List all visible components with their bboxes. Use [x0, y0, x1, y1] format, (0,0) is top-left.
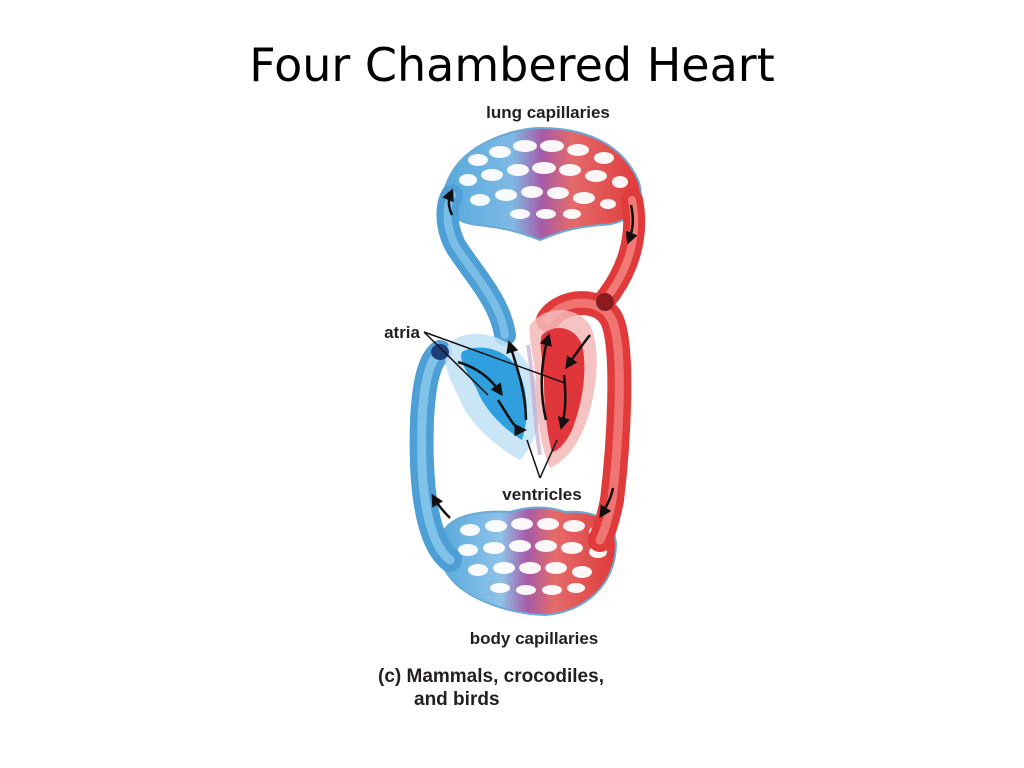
caption-line-1: (c) Mammals, crocodiles,	[378, 666, 604, 687]
arrow-pulmonary-vein	[625, 204, 638, 245]
label-atria: atria	[384, 323, 420, 342]
flow-arrows	[431, 188, 638, 519]
leader-lines	[423, 331, 566, 479]
arrow-vena-cava	[431, 493, 451, 519]
arrow-right-atrium	[457, 360, 503, 397]
label-ventricles: ventricles	[502, 485, 581, 504]
lung-capillary-bed	[442, 126, 642, 242]
arrow-left-ventricle-up	[539, 333, 552, 421]
caption-line-2: and birds	[414, 689, 500, 710]
arrow-pulmonary-artery	[442, 188, 454, 216]
label-lung-capillaries: lung capillaries	[486, 103, 610, 122]
slide-title: Four Chambered Heart	[249, 38, 775, 92]
arrow-aorta	[599, 487, 615, 519]
arrow-right-ventricle-down	[496, 399, 527, 437]
body-capillary-bed	[437, 506, 618, 617]
arrow-right-ventricle-up	[506, 340, 528, 421]
arrow-left-ventricle-down	[557, 374, 570, 430]
label-body-capillaries: body capillaries	[470, 629, 599, 648]
arrow-left-atrium	[565, 334, 591, 370]
heart	[431, 293, 614, 468]
